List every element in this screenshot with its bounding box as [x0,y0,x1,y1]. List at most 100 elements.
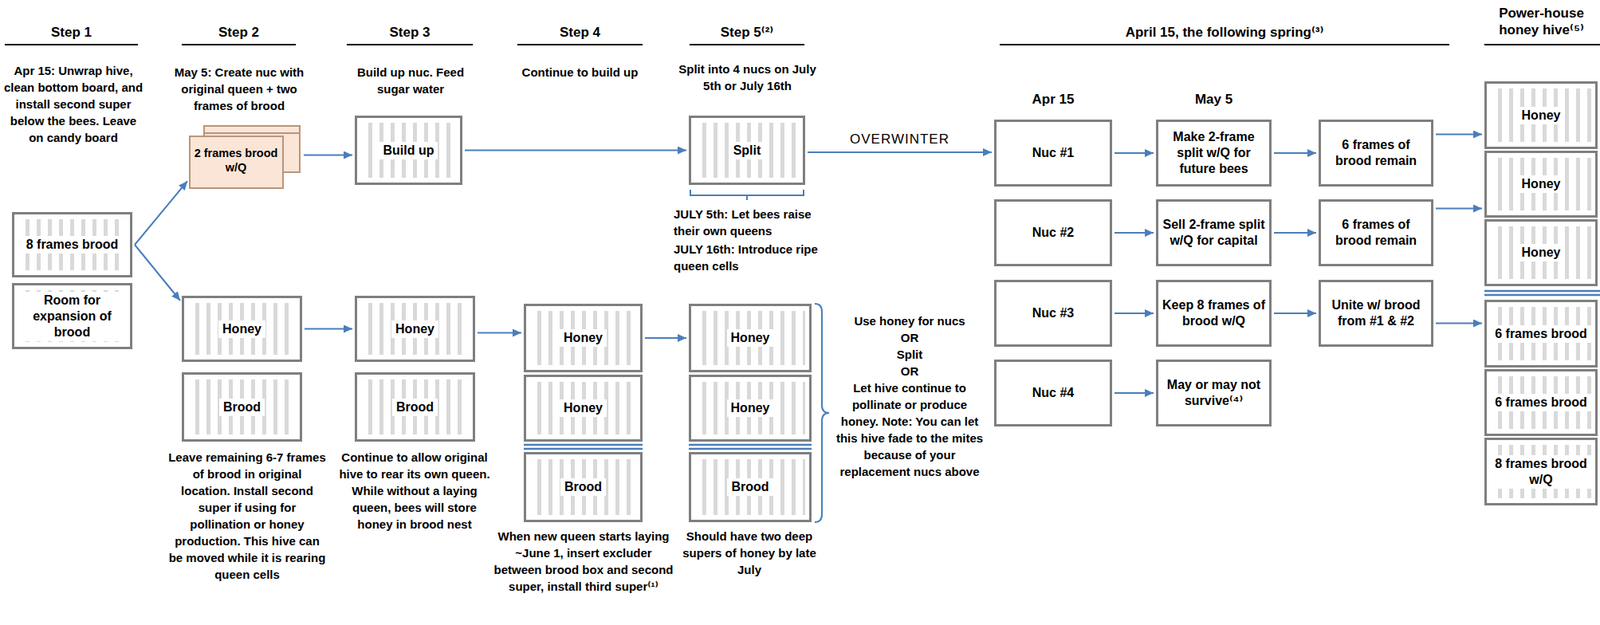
box-text: Build up [383,142,435,159]
flow-arrow [1114,231,1154,234]
frame-box: Brood [354,372,476,442]
box-text-group: Honey [391,320,439,339]
box-text-group: 6 frames brood [1490,325,1592,343]
box-text: Honey [1521,244,1561,261]
flow-arrow [134,244,181,301]
box-text: Keep 8 frames of brood w/Q [1162,297,1266,330]
step-note: Split into 4 nucs on July 5th or July 16… [677,60,818,95]
box-text-group: Nuc #3 [1032,305,1074,322]
box-text: Honey [563,330,603,346]
box-text-group: Honey [1517,175,1565,193]
heading-underline [517,43,643,46]
frame-box: Honey [523,374,643,442]
flow-arrow [1114,152,1154,154]
box-text-group: 6 frames brood [1490,393,1592,412]
flow-arrow [134,180,188,245]
box-text: Nuc #3 [1032,305,1074,322]
column-heading: May 5 [1155,90,1272,108]
box-text-group: Brood [727,478,773,496]
box-text: Brood [731,479,769,496]
option-note: Let hive continue to pollinate or produc… [833,379,986,480]
frame-box: Room for expansion of brood [11,283,133,350]
frame-box: 6 frames brood [1484,299,1598,368]
section-heading: Power-house honey hive⁽⁵⁾ [1484,4,1599,39]
option-note: OR [833,329,986,346]
box-text-group: Build up [379,141,439,160]
heading-underline [689,43,805,46]
box-text: Unite w/ brood from #1 & #2 [1324,297,1428,330]
excluder-line [688,448,812,451]
box-text: 6 frames of brood remain [1324,137,1428,170]
box-text: Honey [731,400,771,417]
box-text-group: Brood [560,478,606,496]
box-text-group: Nuc #4 [1032,385,1074,401]
box-text-group: Honey [559,399,607,417]
box-text: 6 frames brood [1494,326,1588,343]
box-text-group: Unite w/ brood from #1 & #2 [1324,297,1428,330]
box-text: Sell 2-frame split w/Q for capital [1162,216,1266,249]
flow-arrow [477,332,522,335]
box-text-group: Honey [218,320,266,339]
frame-box: Honey [354,295,476,362]
note-group: JULY 5th: Let bees raise their own queen… [673,205,830,276]
box-text: Honey [222,321,262,338]
flow-arrow [807,151,992,154]
box-text: Honey [1521,176,1561,193]
box-text-group: 6 frames of brood remain [1324,216,1428,249]
frame-box: Honey [1484,81,1598,150]
step-note: Continue to build up [510,63,650,81]
nuc-front-box [189,136,284,189]
flow-arrow [1435,133,1483,136]
box-text-group: Honey [1517,243,1565,262]
box-text: 8 frames brood w/Q [1494,456,1588,488]
heading-underlines [4,43,1600,46]
box-text: 2 frames brood w/Q [188,145,284,175]
box-text-group: Honey [1517,106,1565,125]
box-text-group: Nuc #2 [1032,224,1074,241]
box-text-group: May or may not survive⁽⁴⁾ [1162,377,1266,409]
box-text: Nuc #2 [1032,224,1074,241]
text-box: Unite w/ brood from #1 & #2 [1318,279,1434,347]
text-box: 6 frames of brood remain [1318,119,1434,187]
step-note: May 5: Create nuc with original queen + … [171,63,307,115]
text-box: Nuc #1 [994,119,1113,187]
box-text-group: Honey [559,329,607,347]
box-text: Make 2-frame split w/Q for future bees [1162,129,1266,177]
curly-brace [814,303,830,523]
flow-arrow [464,149,687,152]
text-box: May or may not survive⁽⁴⁾ [1155,359,1272,427]
flow-arrow [1435,208,1483,210]
nuc-lid [204,125,300,134]
step-heading: Step 2 [181,23,296,41]
frame-box: Honey [523,303,643,373]
box-text: Brood [223,399,261,416]
queen-excluders [523,290,1600,449]
step-note: Should have two deep supers of honey by … [677,527,822,578]
date-note: JULY 16th: Introduce ripe queen cells [673,240,830,275]
frame-box: Honey [1484,150,1598,218]
frame-box: Brood [181,372,303,442]
text-box: Make 2-frame split w/Q for future bees [1155,119,1272,187]
flow-arrow [1114,312,1154,315]
box-text-group: Keep 8 frames of brood w/Q [1162,297,1266,330]
frame-box: 8 frames brood w/Q [1484,437,1598,506]
text-box: Sell 2-frame split w/Q for capital [1155,199,1272,267]
frame-box: Build up [354,115,463,185]
nuc-illustration: 2 frames brood w/Q [188,125,302,186]
box-text: Room for expansion of brood [22,292,122,341]
step-note: Apr 15: Unwrap hive, clean bottom board,… [3,62,144,146]
excluder-line [523,444,643,447]
frame-box: Brood [688,452,812,523]
text-box: Keep 8 frames of brood w/Q [1155,279,1272,347]
flow-arrow [304,328,353,331]
step-note: Continue to allow original hive to rear … [338,448,491,533]
nuc-text-area: 2 frames brood w/Q [188,136,284,185]
box-text-group: Honey [727,399,775,417]
box-text: Nuc #1 [1032,145,1074,162]
box-text: Brood [396,399,434,416]
box-text-group: Split [729,141,766,160]
frame-box: Brood [523,452,643,523]
text-box: 6 frames of brood remain [1318,199,1434,267]
step-heading: Step 4 [517,23,643,41]
